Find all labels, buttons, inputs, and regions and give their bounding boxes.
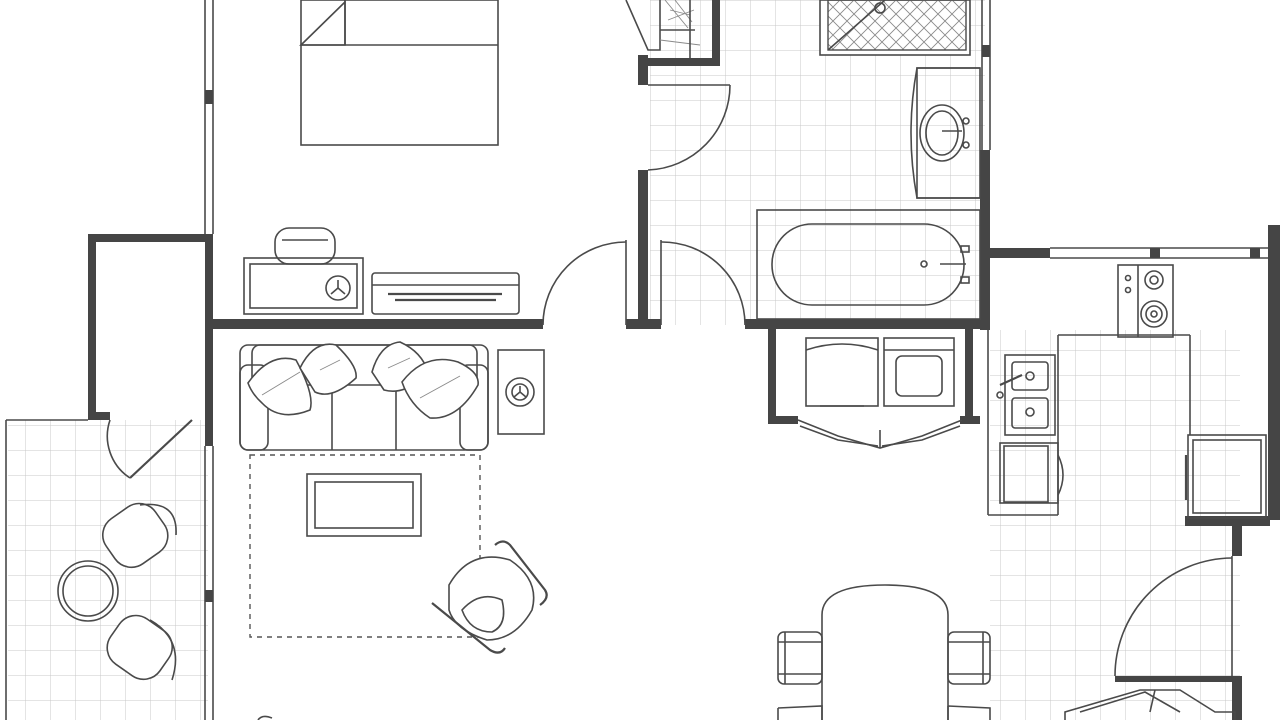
patio-door	[106, 419, 193, 479]
dryer	[883, 337, 955, 407]
bathroom	[756, 0, 981, 320]
kitchen-sink	[996, 354, 1056, 436]
patio-chair-upper	[101, 502, 177, 569]
closet-door	[647, 84, 731, 171]
bedroom	[243, 0, 520, 315]
patio-table	[57, 560, 119, 622]
refrigerator	[1184, 434, 1267, 519]
washer	[805, 337, 879, 407]
desk	[243, 257, 364, 315]
patio-chair-lower	[106, 614, 177, 681]
vanity	[910, 67, 981, 199]
living-room	[239, 341, 548, 654]
area-rug	[249, 454, 481, 638]
dining-area	[257, 584, 991, 720]
bed	[299, 0, 499, 146]
closet	[625, 0, 701, 58]
chair-edge-bottom-left	[257, 715, 273, 720]
throw-pillows	[247, 341, 479, 419]
patio	[57, 502, 177, 681]
stove	[1117, 264, 1174, 338]
dining-chair-left	[777, 631, 823, 720]
kitchen-door	[1114, 556, 1233, 677]
dining-chair-right	[947, 631, 991, 720]
side-table	[497, 349, 545, 435]
bathroom-door	[660, 240, 746, 326]
bedroom-door	[542, 240, 627, 326]
dresser	[371, 272, 520, 315]
bathtub	[756, 209, 981, 320]
dining-table	[821, 584, 949, 720]
shower	[819, 0, 971, 56]
coffee-table	[306, 473, 422, 537]
laundry	[805, 337, 955, 407]
pantry-shelf	[1064, 689, 1236, 720]
window-frames	[5, 0, 1268, 720]
doors	[106, 84, 1233, 677]
patio-floor	[8, 420, 208, 720]
armchair	[431, 540, 548, 654]
laundry-bifold-door	[797, 419, 963, 449]
kitchen	[996, 264, 1267, 720]
dishwasher	[999, 442, 1064, 504]
walls	[88, 0, 1280, 720]
